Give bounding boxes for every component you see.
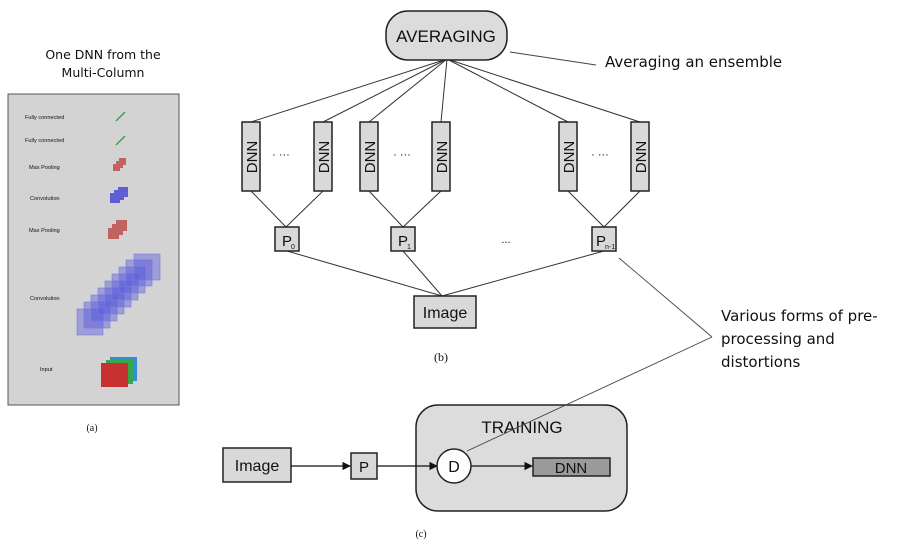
svg-text:Image: Image	[235, 458, 280, 475]
dense-layer-glyph-1	[115, 111, 126, 122]
preproc-note-line3: distortions	[721, 353, 800, 371]
svg-text:DNN: DNN	[316, 141, 333, 174]
training-label: TRAINING	[481, 418, 562, 437]
svg-text:DNN: DNN	[561, 141, 578, 174]
dnn-column-6: DNN	[630, 121, 650, 192]
dnn-column-2: DNN	[313, 121, 333, 192]
averaging-note-leader	[509, 51, 597, 66]
dnn-ellipsis-2: · ···	[393, 149, 411, 161]
dnn-ellipsis-1: · ···	[272, 149, 290, 161]
preproc-note-line2: processing and	[721, 330, 835, 348]
panel-a-network-box	[7, 93, 180, 406]
layer-label-max-pooling-1: Max Pooling	[29, 165, 60, 171]
dnn-column-5: DNN	[558, 121, 578, 192]
panel-c-image-node: Image	[222, 447, 292, 483]
layer-label-convolution-1: Convolution	[30, 196, 60, 202]
panel-b-image-node: Image	[413, 295, 477, 329]
svg-text:DNN: DNN	[434, 141, 451, 174]
preproc-note-leader-upper	[618, 257, 713, 338]
training-container	[415, 404, 628, 512]
dense-layer-glyph-2	[115, 135, 126, 146]
layer-label-fully-connected-1: Fully connected	[25, 115, 64, 121]
svg-text:Image: Image	[423, 305, 468, 322]
input-glyph	[101, 357, 137, 387]
averaging-node	[385, 10, 508, 61]
preproc-note-line1: Various forms of pre-	[721, 307, 878, 325]
layer-label-convolution-2: Convolution	[30, 296, 60, 302]
panel-b: AVERAGING DNN DNN DNN	[241, 10, 650, 364]
panel-a-title-line2: Multi-Column	[62, 65, 145, 80]
dnn-ellipsis-3: · ···	[591, 149, 609, 161]
svg-text:1: 1	[407, 244, 411, 251]
dnn-column-4: DNN	[431, 121, 451, 192]
svg-text:DNN: DNN	[555, 460, 588, 477]
distortion-node: D	[436, 448, 472, 484]
averaging-note: Averaging an ensemble	[605, 53, 782, 71]
preproc-node-1: P 1	[390, 226, 416, 252]
dnn-column-3: DNN	[359, 121, 379, 192]
layer-label-max-pooling-2: Max Pooling	[29, 228, 60, 234]
svg-text:DNN: DNN	[362, 141, 379, 174]
preproc-note-leader-lower	[466, 336, 713, 452]
panel-c: TRAINING Image P D DNN (c)	[222, 404, 628, 540]
panel-a: One DNN from the Multi-Column Fully conn…	[7, 47, 180, 434]
svg-text:DNN: DNN	[633, 141, 650, 174]
convolution-glyph-2	[76, 253, 161, 336]
svg-text:0: 0	[291, 244, 295, 251]
panel-c-caption: (c)	[415, 529, 426, 540]
preproc-node-0: P 0	[274, 226, 300, 252]
panel-c-preproc-node: P	[350, 452, 378, 480]
svg-text:P: P	[398, 233, 408, 250]
layer-label-fully-connected-2: Fully connected	[25, 138, 64, 144]
annotations: Averaging an ensemble Various forms of p…	[466, 51, 878, 452]
convolution-glyph-1	[110, 187, 128, 203]
layer-label-input: Input	[40, 367, 53, 373]
svg-text:P: P	[359, 459, 369, 476]
max-pooling-glyph-1	[113, 158, 126, 171]
preproc-ellipsis: ...	[501, 234, 510, 246]
preproc-to-image-connections	[286, 250, 605, 297]
averaging-label: AVERAGING	[396, 27, 496, 46]
max-pooling-glyph-2	[108, 220, 127, 239]
svg-text:P: P	[282, 233, 292, 250]
dnn-to-preproc-connections	[250, 190, 641, 228]
panel-c-dnn-node: DNN	[532, 457, 611, 477]
averaging-connections	[250, 58, 641, 123]
svg-text:n-1: n-1	[605, 244, 615, 251]
dnn-column-1: DNN	[241, 121, 261, 192]
panel-a-title-line1: One DNN from the	[45, 47, 161, 62]
preproc-node-n-1: P n-1	[591, 226, 617, 252]
svg-text:D: D	[448, 459, 460, 476]
svg-text:DNN: DNN	[244, 141, 261, 174]
panel-a-caption: (a)	[86, 423, 97, 434]
panel-b-caption: (b)	[434, 350, 448, 364]
svg-text:P: P	[596, 233, 606, 250]
